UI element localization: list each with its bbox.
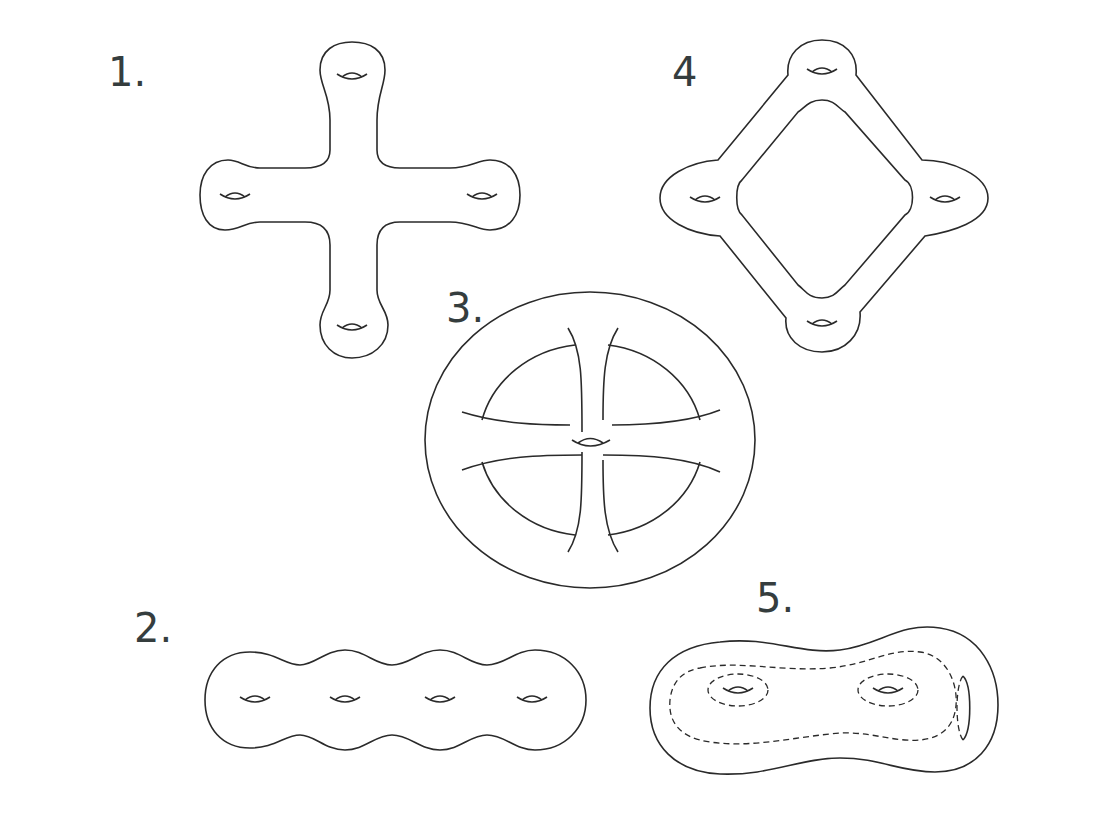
figure-number: 3. [446,288,484,328]
chain-surface [205,650,586,750]
sphere-surface [425,292,755,588]
figure-number: 4 [672,52,697,92]
peanut-surface [650,627,998,774]
ring-surface [660,40,988,352]
figure-number: 1. [108,52,146,92]
figure-number: 5. [756,578,794,618]
cross-surface [200,42,520,358]
figure-number: 2. [134,608,172,648]
